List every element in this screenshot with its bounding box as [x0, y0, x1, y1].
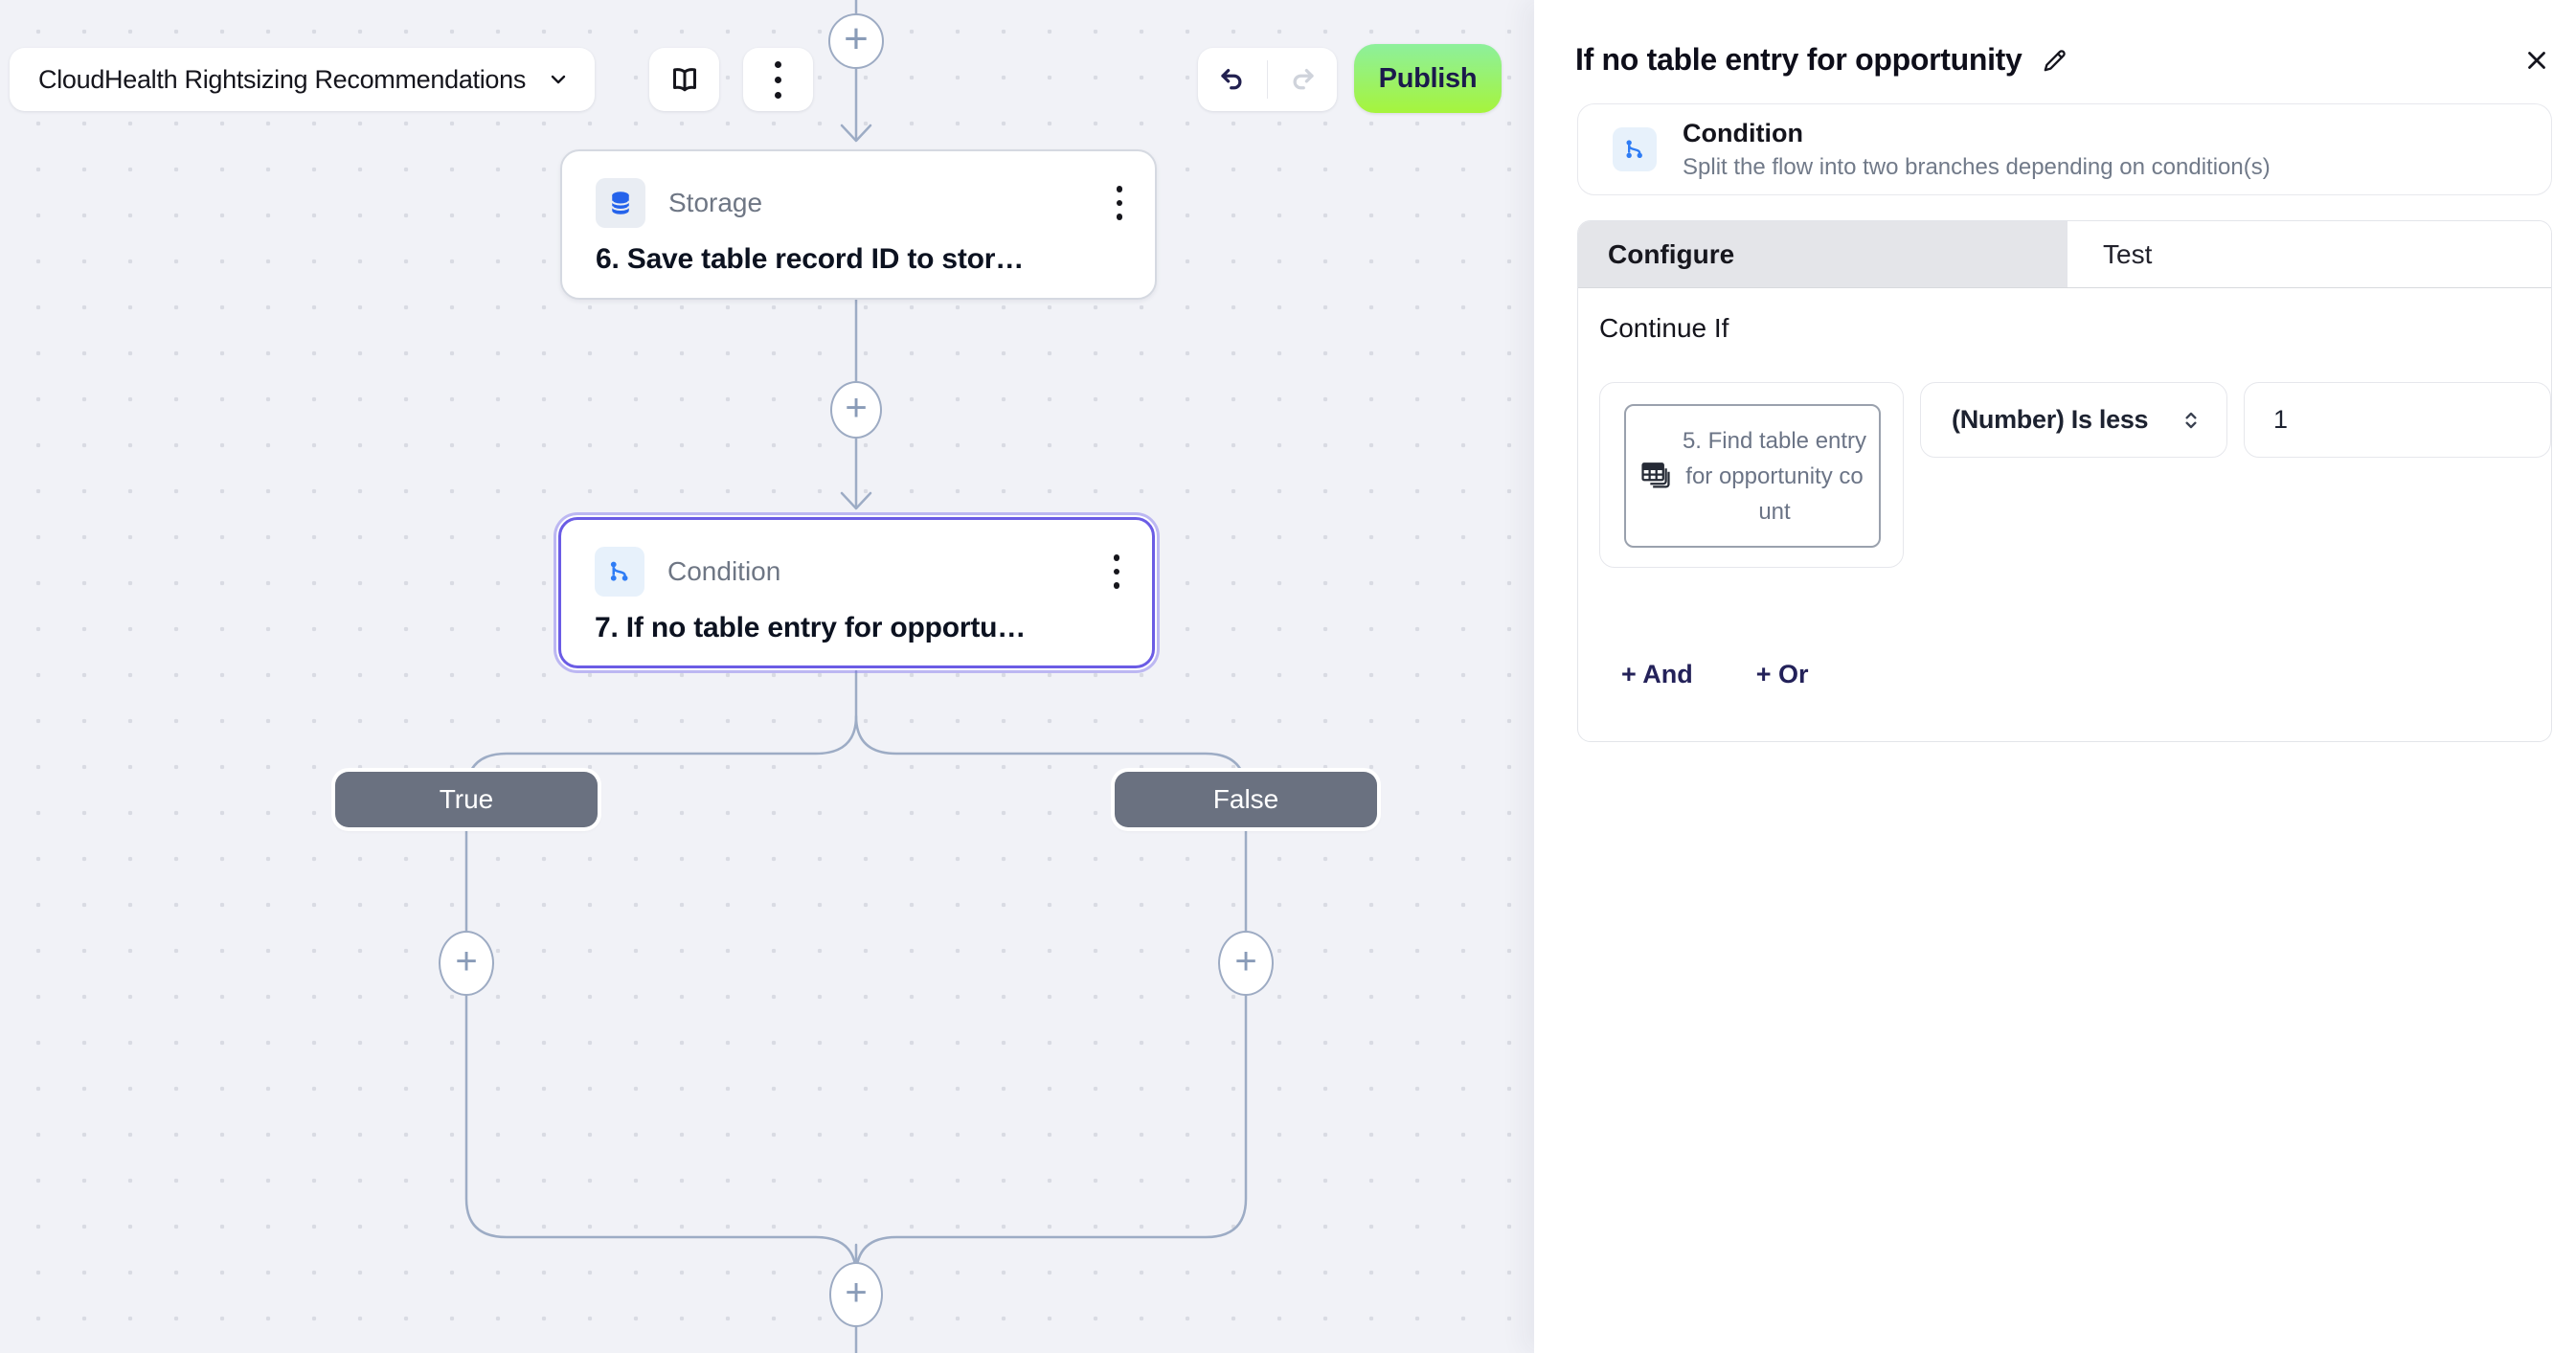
step-type-description: Split the flow into two branches dependi… [1683, 153, 2271, 180]
panel-title-row: If no table entry for opportunity [1575, 42, 2069, 78]
branch-label-false: False [1115, 772, 1377, 827]
node-condition-selected[interactable]: Condition 7. If no table entry for oppor… [558, 517, 1155, 668]
publish-label: Publish [1378, 62, 1478, 94]
redo-icon [1293, 69, 1314, 90]
condition-branch-icon [595, 547, 644, 597]
add-or-button[interactable]: + Or [1755, 660, 1809, 688]
flow-title: CloudHealth Rightsizing Recommendations [38, 64, 527, 94]
connector-lines [464, 0, 1248, 1353]
undo-button[interactable] [1198, 48, 1267, 111]
open-book-icon [672, 68, 696, 92]
field-reference-text: 5. Find table entry for opportunity coun… [1682, 427, 1867, 525]
operator-value: (Number) Is less [1952, 405, 2149, 434]
step-config-panel: If no table entry for opportunity [1534, 0, 2576, 1353]
kebab-icon [775, 60, 781, 99]
panel-title: If no table entry for opportunity [1575, 42, 2022, 77]
publish-button[interactable]: Publish [1354, 44, 1502, 113]
comparison-value-input[interactable] [2245, 383, 2550, 457]
rename-step-button[interactable] [2040, 46, 2069, 76]
docs-button[interactable] [649, 48, 719, 111]
continue-if-label: Continue If [1599, 313, 1729, 343]
close-panel-button[interactable] [2522, 46, 2551, 75]
node-type-label: Storage [668, 188, 763, 217]
close-icon [2528, 52, 2545, 69]
step-type-card: Condition Split the flow into two branch… [1577, 103, 2552, 195]
divider [1266, 60, 1269, 99]
tab-configure[interactable]: Configure [1578, 221, 2068, 287]
chevron-down-icon [551, 75, 566, 84]
flow-title-dropdown[interactable]: CloudHealth Rightsizing Recommendations [10, 48, 596, 111]
undo-redo-group [1198, 48, 1337, 111]
add-step-button-middle[interactable]: + [830, 381, 882, 439]
add-step-button-false-branch[interactable]: + [1218, 931, 1274, 996]
node-menu-button[interactable] [1110, 551, 1124, 593]
node-title: 7. If no table entry for opportu… [595, 612, 1027, 643]
condition-field-selector[interactable]: 5. Find table entry for opportunity coun… [1599, 382, 1904, 568]
flow-canvas[interactable]: CloudHealth Rightsizing Recommendations [0, 0, 1534, 1353]
condition-branch-icon [1613, 127, 1657, 171]
storage-icon [596, 178, 645, 228]
node-menu-button[interactable] [1113, 182, 1127, 224]
add-condition-row: + And + Or [1621, 660, 1809, 689]
add-step-button-top[interactable]: + [828, 13, 884, 69]
flow-menu-button[interactable] [743, 48, 813, 111]
configure-card: Configure Test Continue If 5. Find table… [1577, 220, 2552, 742]
add-step-button-true-branch[interactable]: + [439, 931, 494, 996]
table-stack-icon [1641, 462, 1670, 488]
chevron-up-down-icon [2185, 412, 2197, 428]
operator-select[interactable]: (Number) Is less [1920, 382, 2227, 458]
comparison-value-field [2244, 382, 2551, 458]
tab-bar: Configure Test [1578, 221, 2551, 288]
branch-label-true: True [335, 772, 598, 827]
step-type-name: Condition [1683, 118, 1803, 147]
redo-button[interactable] [1268, 48, 1337, 111]
add-and-button[interactable]: + And [1621, 660, 1693, 688]
field-reference-chip[interactable]: 5. Find table entry for opportunity coun… [1624, 404, 1881, 548]
node-type-label: Condition [667, 556, 781, 586]
node-title: 6. Save table record ID to stor… [596, 243, 1025, 275]
add-step-button-bottom[interactable]: + [829, 1262, 883, 1327]
node-storage[interactable]: Storage 6. Save table record ID to stor… [560, 149, 1157, 300]
tab-test[interactable]: Test [2068, 221, 2551, 287]
undo-icon [1221, 69, 1242, 90]
pencil-icon [2044, 50, 2066, 72]
